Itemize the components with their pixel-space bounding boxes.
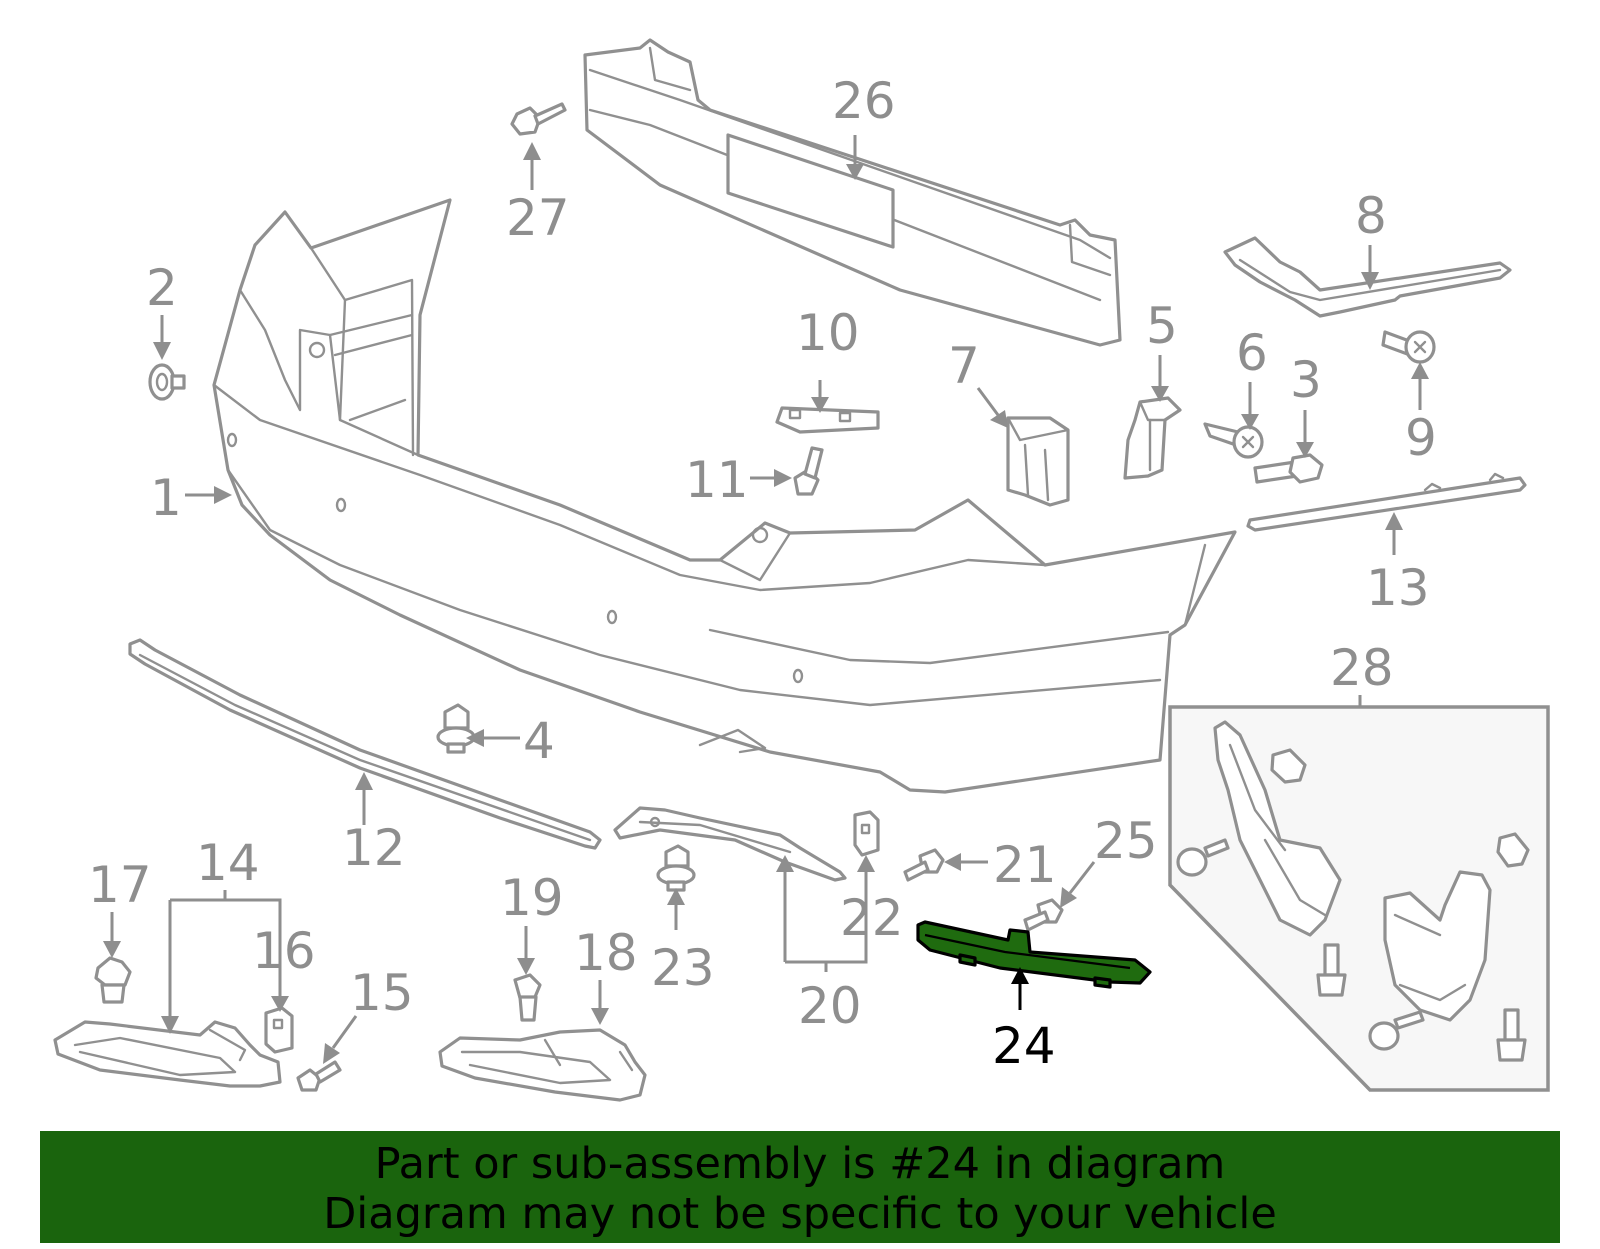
part-23-clip [656, 844, 696, 892]
callout-25: 25 [1094, 812, 1158, 870]
callout-15: 15 [350, 964, 414, 1022]
part-16-clip [264, 1006, 294, 1054]
callout-18: 18 [574, 924, 638, 982]
part-14-reflector-left [53, 1020, 282, 1088]
part-10-bracket [775, 406, 880, 434]
part-5-bracket [1123, 396, 1182, 480]
part-17-clip [94, 956, 132, 1004]
part-19-bolt [513, 973, 542, 1022]
part-9-screw [1381, 330, 1436, 364]
callout-22: 22 [840, 889, 904, 947]
callout-3: 3 [1290, 351, 1322, 409]
callout-23: 23 [651, 939, 715, 997]
part-24-highlighted [916, 920, 1152, 989]
callout-4: 4 [523, 712, 555, 770]
callout-9: 9 [1405, 409, 1437, 467]
info-banner: Part or sub-assembly is #24 in diagram D… [40, 1131, 1560, 1243]
part-6-screw [1203, 422, 1264, 459]
callout-labels: 26 27 2 1 10 11 7 5 6 3 8 9 13 28 4 12 1… [88, 72, 1437, 1075]
banner-line-1: Part or sub-assembly is #24 in diagram [374, 1139, 1226, 1189]
part-7-bracket [1006, 416, 1070, 507]
callout-14: 14 [196, 834, 260, 892]
callout-16: 16 [252, 922, 316, 980]
callout-28: 28 [1330, 639, 1394, 697]
part-8-bracket [1223, 236, 1512, 318]
callout-6: 6 [1236, 324, 1268, 382]
callout-26: 26 [832, 72, 896, 130]
callout-12: 12 [342, 819, 406, 877]
callout-27: 27 [506, 189, 570, 247]
part-12-lower-strip [128, 638, 602, 850]
part-15-bolt [296, 1060, 342, 1092]
part-22-clip [853, 810, 880, 857]
callout-13: 13 [1366, 559, 1430, 617]
callout-24: 24 [992, 1017, 1056, 1075]
part-21-bolt [903, 848, 945, 882]
callout-20: 20 [798, 977, 862, 1035]
part-26-reinforcement-beam [583, 38, 1122, 347]
callout-19: 19 [500, 869, 564, 927]
part-1-bumper-cover [212, 198, 1237, 794]
callout-10: 10 [796, 304, 860, 362]
callout-7: 7 [948, 337, 980, 395]
part-4-clip [436, 703, 476, 754]
part-11-bolt [793, 446, 824, 496]
part-28-mudguard-box [1168, 705, 1550, 1092]
part-13-strip [1246, 472, 1527, 532]
callout-17: 17 [88, 856, 152, 914]
callout-1: 1 [150, 469, 182, 527]
part-18-reflector-right [438, 1028, 647, 1102]
part-27-bolt [510, 102, 567, 136]
part-3-bolt [1253, 453, 1324, 484]
part-20-bracket [613, 806, 847, 882]
callout-11: 11 [685, 451, 749, 509]
part-25-bolt [1023, 898, 1064, 932]
banner-line-2: Diagram may not be specific to your vehi… [323, 1189, 1277, 1239]
leader-lines [103, 135, 1429, 1064]
part-2-clip [148, 363, 186, 401]
callout-2: 2 [146, 259, 178, 317]
callout-8: 8 [1355, 187, 1387, 245]
callout-21: 21 [993, 836, 1057, 894]
callout-5: 5 [1146, 297, 1178, 355]
